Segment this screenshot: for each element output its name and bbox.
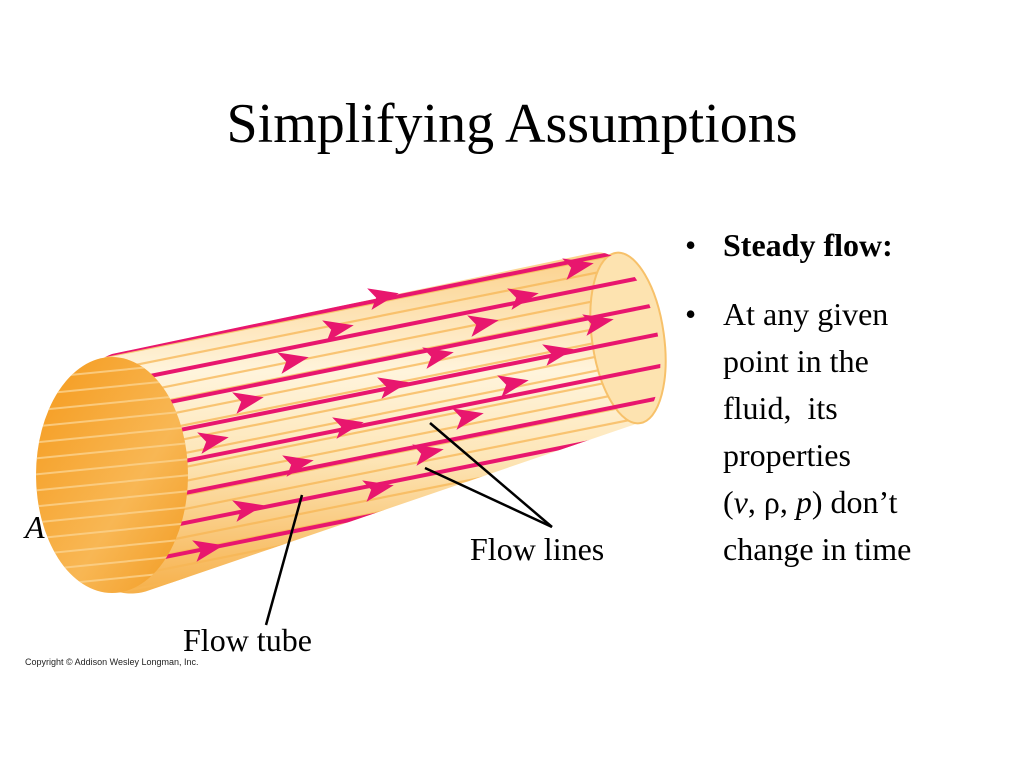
definition-line-4: properties bbox=[723, 437, 851, 473]
flow-arrowhead bbox=[192, 540, 224, 562]
definition-close: ) don’t bbox=[811, 484, 898, 520]
pressure-symbol: p bbox=[795, 484, 812, 520]
bullet-list: • Steady flow: • At any given point in t… bbox=[685, 222, 1005, 595]
flow-tube-label: Flow tube bbox=[183, 622, 312, 658]
definition-line-2: point in the bbox=[723, 343, 869, 379]
cap-stripe bbox=[36, 505, 188, 525]
flow-arrowhead bbox=[367, 288, 399, 310]
slide-title: Simplifying Assumptions bbox=[226, 93, 798, 155]
flow-arrowhead bbox=[277, 352, 309, 374]
flow-arrowhead bbox=[582, 314, 614, 336]
cap-stripe bbox=[36, 441, 188, 461]
flow-arrowhead bbox=[332, 417, 364, 439]
flow-arrowhead bbox=[562, 258, 594, 280]
flow-arrowhead bbox=[232, 500, 264, 522]
definition-open-paren: ( bbox=[723, 484, 734, 520]
flow-lines-label: Flow lines bbox=[470, 531, 604, 567]
flow-arrowhead bbox=[542, 344, 574, 366]
bullet-steady-flow-text: Steady flow: bbox=[723, 227, 893, 263]
flow-arrowhead bbox=[422, 347, 454, 369]
cap-stripe bbox=[36, 489, 188, 509]
velocity-symbol: v bbox=[733, 484, 748, 520]
flow-arrowhead bbox=[467, 315, 499, 337]
flow-arrowheads bbox=[192, 258, 614, 562]
flow-arrowhead bbox=[452, 408, 484, 430]
bullet-definition: • At any given point in the fluid, its p… bbox=[685, 291, 1005, 573]
definition-line-3: fluid, its bbox=[723, 390, 838, 426]
flow-arrowhead bbox=[232, 392, 264, 414]
flow-arrowhead bbox=[507, 288, 539, 310]
copyright-notice: Copyright © Addison Wesley Longman, Inc. bbox=[25, 657, 199, 667]
flow-arrowhead bbox=[377, 377, 409, 399]
flow-arrowhead bbox=[322, 320, 354, 342]
tube-far-end bbox=[589, 251, 667, 425]
flow-arrowhead bbox=[282, 455, 314, 477]
bullet-dot: • bbox=[685, 296, 697, 332]
flow-arrowhead bbox=[412, 444, 444, 466]
area-label: A bbox=[23, 509, 45, 545]
flow-arrowhead bbox=[362, 480, 394, 502]
cap-stripe bbox=[36, 425, 188, 445]
density-symbol: , ρ, bbox=[747, 484, 796, 520]
cap-stripe bbox=[36, 521, 188, 541]
cap-stripe bbox=[36, 473, 188, 493]
flow-tube-pointer bbox=[264, 494, 304, 626]
bullet-steady-flow: • Steady flow: bbox=[685, 222, 1005, 269]
flow-arrowhead bbox=[497, 375, 529, 397]
definition-line-1: At any given bbox=[723, 296, 889, 332]
flow-lines-pointer-1 bbox=[429, 422, 553, 528]
bullet-dot: • bbox=[685, 227, 697, 263]
cap-stripe bbox=[36, 409, 188, 429]
flow-arrowhead bbox=[197, 432, 229, 454]
tube-stripe bbox=[52, 252, 661, 386]
definition-line-6: change in time bbox=[723, 531, 912, 567]
cap-stripe bbox=[36, 457, 188, 477]
flow-lines-pointer-2 bbox=[424, 466, 553, 529]
